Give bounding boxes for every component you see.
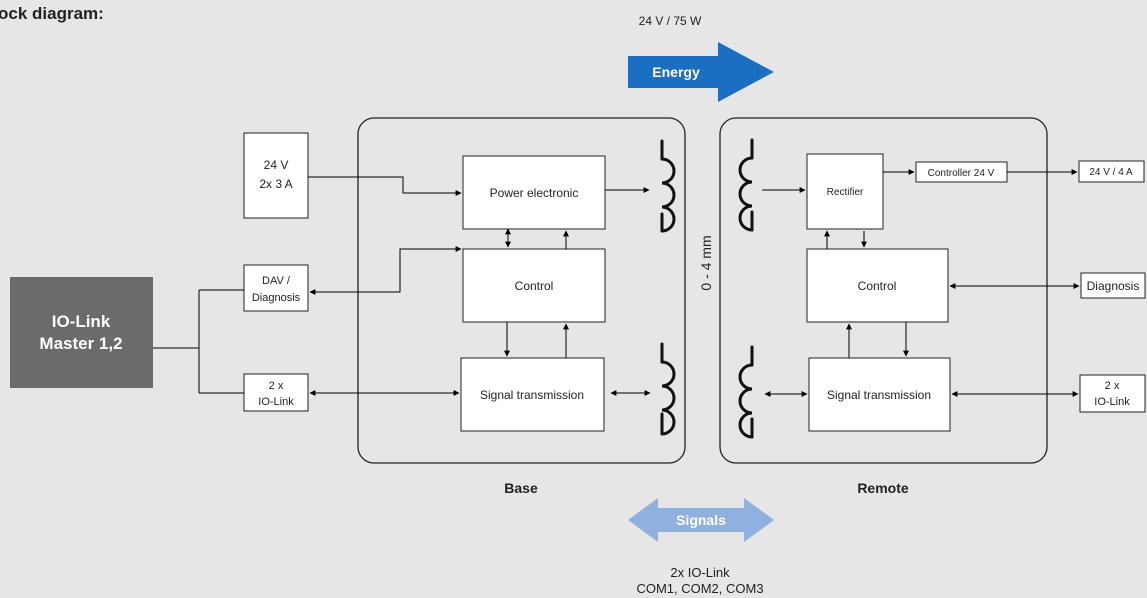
- master-line1: IO-Link: [52, 312, 111, 331]
- rectifier-block: Rectifier: [806, 153, 884, 230]
- remote-control-block: Control: [806, 248, 949, 323]
- power-electronic-block: Power electronic: [462, 155, 606, 230]
- energy-arrow: [628, 42, 774, 102]
- signals-label: Signals: [676, 512, 726, 528]
- remote-coil-bottom: [738, 345, 754, 439]
- remote-wiring: [762, 169, 1080, 397]
- power-input-block: 24 V 2x 3 A: [243, 132, 309, 219]
- energy-spec: 24 V / 75 W: [639, 14, 702, 28]
- remote-coil-top: [738, 138, 754, 232]
- dav-line1: DAV /: [262, 275, 291, 287]
- power-output-block: 24 V / 4 A: [1078, 160, 1145, 183]
- base-iolink-line1: 2 x: [269, 380, 284, 392]
- signals-arrow: [628, 498, 774, 542]
- power-input-line1: 24 V: [264, 158, 289, 172]
- signals-line1: 2x IO-Link: [670, 565, 730, 580]
- rectifier-label: Rectifier: [827, 187, 864, 198]
- base-signal-block: Signal transmission: [460, 357, 605, 432]
- remote-iolink-block: 2 x IO-Link: [1079, 374, 1146, 413]
- remote-iolink-line2: IO-Link: [1094, 396, 1130, 408]
- base-control-label: Control: [515, 279, 554, 293]
- diagnosis-output-label: Diagnosis: [1087, 279, 1140, 293]
- dav-line2: Diagnosis: [252, 292, 301, 304]
- diagnosis-output-block: Diagnosis: [1080, 272, 1146, 299]
- power-electronic-label: Power electronic: [490, 186, 579, 200]
- signals-line2: COM1, COM2, COM3: [636, 581, 763, 596]
- dav-diagnosis-block: DAV / Diagnosis: [243, 264, 309, 312]
- energy-label: Energy: [652, 64, 700, 80]
- base-coil-bottom: [660, 342, 676, 436]
- controller-24v-block: Controller 24 V: [915, 161, 1008, 183]
- base-coil-top: [660, 139, 676, 233]
- remote-signal-block: Signal transmission: [808, 357, 951, 432]
- controller-24v-label: Controller 24 V: [928, 168, 995, 179]
- remote-iolink-line1: 2 x: [1105, 380, 1120, 392]
- master-connections: [153, 289, 244, 394]
- power-input-line2: 2x 3 A: [259, 177, 292, 191]
- gap-label: 0 - 4 mm: [698, 235, 714, 290]
- master-line2: Master 1,2: [39, 334, 122, 353]
- remote-control-label: Control: [858, 279, 897, 293]
- iolink-master-block: IO-Link Master 1,2: [10, 277, 153, 388]
- base-wiring: [308, 176, 651, 396]
- diagram-title: ock diagram:: [0, 4, 104, 23]
- power-output-label: 24 V / 4 A: [1089, 167, 1133, 178]
- remote-signal-label: Signal transmission: [827, 388, 931, 402]
- remote-label: Remote: [857, 480, 909, 496]
- base-iolink-block: 2 x IO-Link: [243, 373, 309, 412]
- base-control-block: Control: [462, 248, 606, 323]
- base-iolink-line2: IO-Link: [258, 396, 294, 408]
- base-signal-label: Signal transmission: [480, 388, 584, 402]
- base-label: Base: [504, 480, 538, 496]
